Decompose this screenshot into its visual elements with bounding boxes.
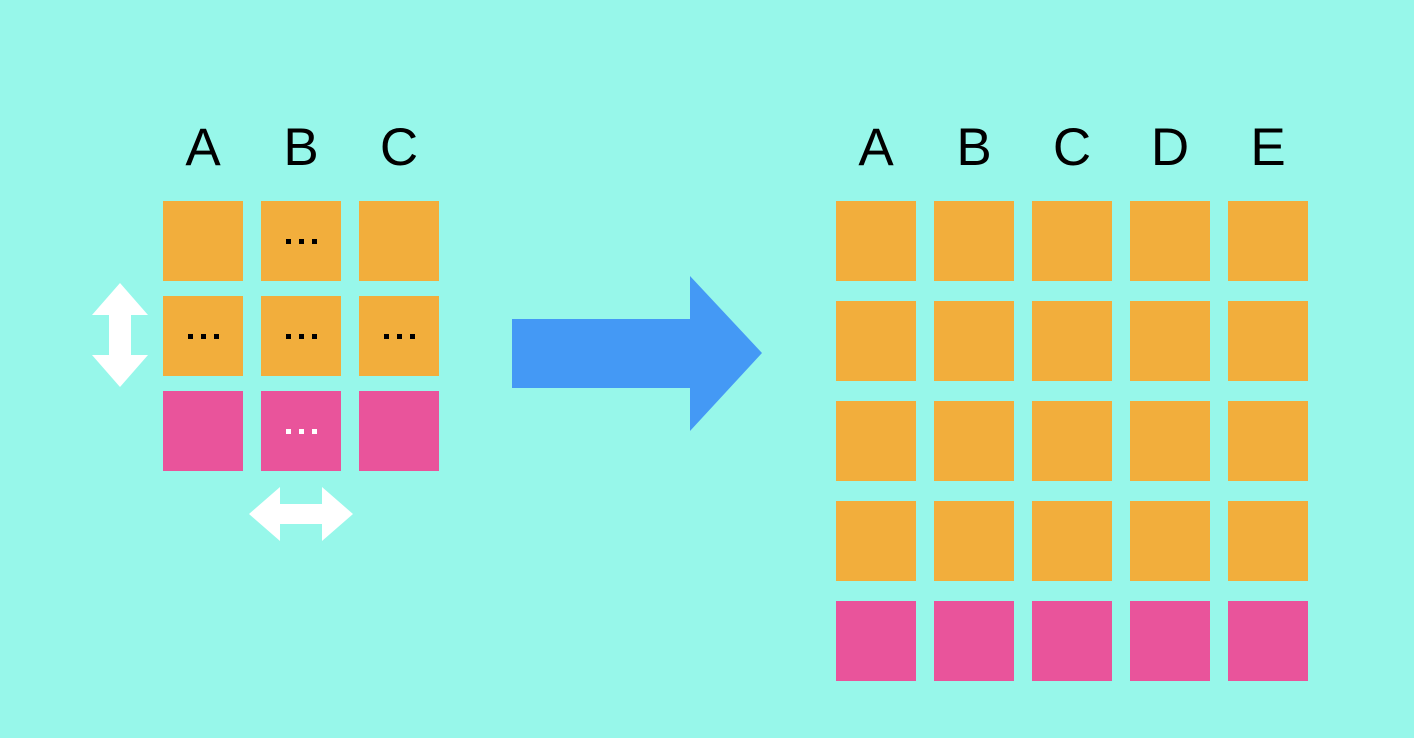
right-grid-cell-a1 <box>836 201 916 281</box>
ellipsis-dot <box>200 333 206 339</box>
ellipsis-icon <box>383 333 415 339</box>
right-column-label-a: A <box>858 118 894 177</box>
ellipsis-dot <box>298 333 304 339</box>
ellipsis-dot <box>187 333 193 339</box>
right-grid-cell-a2 <box>836 301 916 381</box>
right-column-label-b: B <box>956 118 992 177</box>
ellipsis-dot <box>213 333 219 339</box>
right-grid-cell-d2 <box>1130 301 1210 381</box>
right-column-label-d: D <box>1150 118 1190 177</box>
right-grid-cell-b1 <box>934 201 1014 281</box>
right-grid-cell-a4 <box>836 501 916 581</box>
left-grid-cell-b2 <box>261 296 341 376</box>
right-grid-cell-c5 <box>1032 601 1112 681</box>
ellipsis-dot <box>298 238 304 244</box>
right-grid-cell-a3 <box>836 401 916 481</box>
left-column-label-c: C <box>379 118 419 177</box>
ellipsis-icon <box>285 333 317 339</box>
ellipsis-dot <box>285 428 291 434</box>
left-grid-cell-a3 <box>163 391 243 471</box>
right-grid-cell-a5 <box>836 601 916 681</box>
ellipsis-dot <box>409 333 415 339</box>
horizontal-double-arrow-icon <box>249 486 353 542</box>
right-grid-cell-d5 <box>1130 601 1210 681</box>
right-grid-cell-e3 <box>1228 401 1308 481</box>
left-grid-cell-a1 <box>163 201 243 281</box>
ellipsis-dot <box>298 428 304 434</box>
right-grid-cell-d4 <box>1130 501 1210 581</box>
left-grid-cell-c2 <box>359 296 439 376</box>
left-column-label-b: B <box>283 118 319 177</box>
right-grid-cell-d1 <box>1130 201 1210 281</box>
ellipsis-dot <box>311 333 317 339</box>
left-grid-cell-c3 <box>359 391 439 471</box>
right-grid-cell-c2 <box>1032 301 1112 381</box>
ellipsis-icon <box>187 333 219 339</box>
left-grid-cell-b3 <box>261 391 341 471</box>
right-grid-cell-e4 <box>1228 501 1308 581</box>
left-column-label-a: A <box>185 118 221 177</box>
right-column-label-c: C <box>1052 118 1092 177</box>
ellipsis-dot <box>311 428 317 434</box>
ellipsis-dot <box>383 333 389 339</box>
right-grid-cell-e2 <box>1228 301 1308 381</box>
right-grid-cell-e5 <box>1228 601 1308 681</box>
ellipsis-icon <box>285 428 317 434</box>
left-grid-cell-c1 <box>359 201 439 281</box>
ellipsis-dot <box>285 238 291 244</box>
right-grid-cell-b2 <box>934 301 1014 381</box>
right-column-label-e: E <box>1250 118 1286 177</box>
right-grid-cell-d3 <box>1130 401 1210 481</box>
right-grid-cell-c3 <box>1032 401 1112 481</box>
left-grid-cell-a2 <box>163 296 243 376</box>
ellipsis-icon <box>285 238 317 244</box>
right-grid-cell-b3 <box>934 401 1014 481</box>
right-arrow-icon <box>512 276 762 431</box>
right-grid-cell-c1 <box>1032 201 1112 281</box>
ellipsis-dot <box>396 333 402 339</box>
right-grid-cell-c4 <box>1032 501 1112 581</box>
right-grid-cell-b4 <box>934 501 1014 581</box>
right-grid-cell-e1 <box>1228 201 1308 281</box>
right-grid-cell-b5 <box>934 601 1014 681</box>
ellipsis-dot <box>285 333 291 339</box>
ellipsis-dot <box>311 238 317 244</box>
left-grid-cell-b1 <box>261 201 341 281</box>
vertical-double-arrow-icon <box>90 283 150 387</box>
